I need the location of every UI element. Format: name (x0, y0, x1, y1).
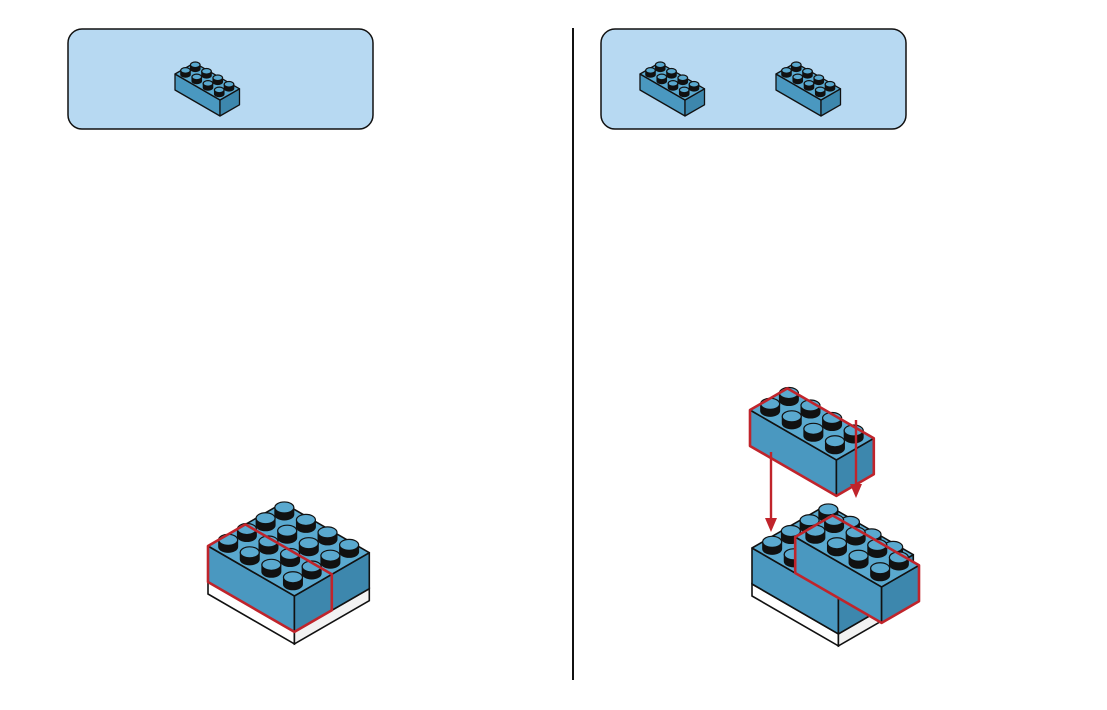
stud (296, 514, 315, 532)
stud (793, 74, 803, 84)
stud (814, 75, 824, 85)
stud (782, 68, 792, 78)
stud (657, 74, 667, 84)
stud (679, 87, 689, 97)
stud (318, 527, 337, 545)
stud (181, 68, 191, 78)
step-1-assembly (208, 502, 369, 644)
stud (224, 82, 234, 92)
stud (782, 411, 801, 429)
stud (256, 513, 275, 531)
stud (689, 82, 699, 92)
stud (192, 74, 202, 84)
stud (190, 62, 200, 72)
stud (804, 81, 814, 91)
stud (763, 536, 782, 554)
stud (825, 82, 835, 92)
stud (646, 68, 656, 78)
stud (825, 436, 844, 454)
stud (214, 87, 224, 97)
step-2-assembly (750, 388, 919, 646)
stud (815, 87, 825, 97)
stud (202, 69, 212, 79)
stud (283, 572, 302, 590)
step-1-panel (68, 29, 373, 644)
stud (791, 62, 801, 72)
stud (667, 69, 677, 79)
stud (213, 75, 223, 85)
stud (804, 423, 823, 441)
stud (803, 69, 813, 79)
stud (262, 559, 281, 577)
stud (849, 550, 868, 568)
stud (668, 81, 678, 91)
stud (240, 547, 259, 565)
stud (340, 539, 359, 557)
stud (827, 538, 846, 556)
stud (655, 62, 665, 72)
stud (203, 81, 213, 91)
stud (278, 525, 297, 543)
placement-arrow (765, 452, 777, 532)
stud (275, 502, 294, 520)
stud (871, 563, 890, 581)
stud (299, 538, 318, 556)
stud (321, 550, 340, 568)
step-2-panel (601, 29, 919, 646)
stud (678, 75, 688, 85)
